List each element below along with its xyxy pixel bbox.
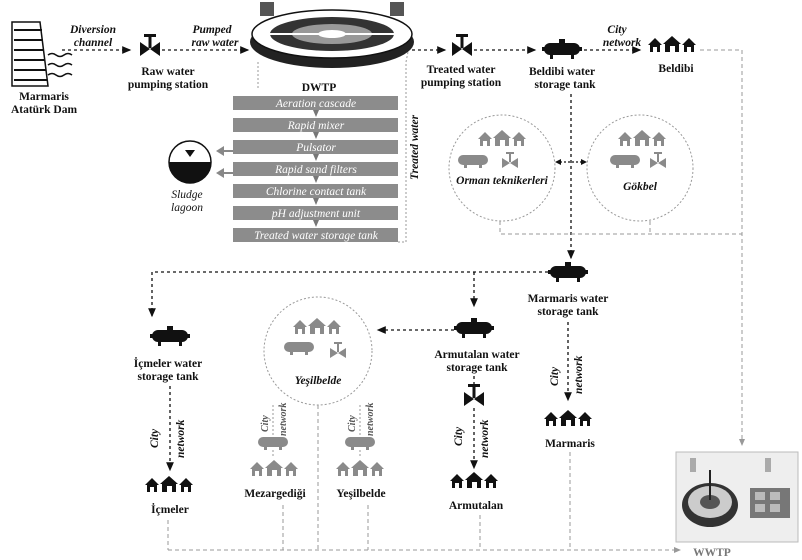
city-network-beldibi-1: City <box>607 24 627 36</box>
icmeler-tank-label-1: İçmeler water <box>134 356 202 370</box>
gokbel-zone <box>586 114 694 222</box>
beldibi-houses-icon <box>648 36 696 52</box>
orman-houses-icon <box>478 130 526 146</box>
dwtp-step-1: Aeration cascade <box>275 98 356 110</box>
city-network-marmaris-2: network <box>573 355 585 394</box>
wwtp-icon <box>675 451 799 543</box>
beldibi-tank-label-1: Beldibi water <box>529 66 595 78</box>
yesilbelde-zone <box>263 296 373 406</box>
city-network-icmeler-1: City <box>149 428 161 448</box>
dwtp-title: DWTP <box>302 82 337 94</box>
yesilbelde-label: Yeşilbelde <box>336 488 385 500</box>
dwtp-step-3: Pulsator <box>295 142 336 154</box>
dam-label-1: Marmaris <box>19 91 69 103</box>
sludge-label-1: Sludge <box>171 189 202 201</box>
beldibi-label: Beldibi <box>658 63 694 75</box>
city-network-marmaris-1: City <box>549 366 561 386</box>
beldibi-tank-label-2: storage tank <box>534 79 596 91</box>
diversion-label-2: channel <box>74 37 113 49</box>
raw-pump-label-2: pumping station <box>128 79 209 91</box>
yesilbelde-houses-icon <box>336 460 384 476</box>
city-network-icmeler-2: network <box>175 419 187 458</box>
marmaris-tank-label-1: Marmaris water <box>528 293 609 305</box>
dwtp-step-7: Treated water storage tank <box>254 230 379 242</box>
raw-pump-label-1: Raw water <box>141 66 194 78</box>
dwtp-step-4: Rapid sand filters <box>274 164 357 176</box>
dam-icon <box>11 21 73 87</box>
yesilbelde-city-tank-icon <box>345 437 375 450</box>
gokbel-houses-icon <box>618 130 666 146</box>
orman-label: Orman teknikerleri <box>456 175 548 187</box>
mezargedigi-label: Mezargediği <box>244 488 306 500</box>
diversion-label-1: Diversion <box>69 24 116 36</box>
armutalan-tank-label-2: storage tank <box>446 362 508 374</box>
city-network-yesilbelde-2: network <box>365 403 376 436</box>
orman-zone <box>448 114 556 222</box>
pumped-label-1: Pumped <box>193 24 232 36</box>
wastewater-lines <box>167 405 681 553</box>
marmaris-houses-icon <box>544 410 592 426</box>
gokbel-label: Gökbel <box>623 181 658 193</box>
beldibi-tank-icon <box>542 39 582 59</box>
armutalan-houses-icon <box>450 472 498 488</box>
sludge-label-2: lagoon <box>171 202 203 214</box>
armutalan-tank-label-1: Armutalan water <box>434 349 519 361</box>
city-network-armutalan-1: City <box>453 426 465 446</box>
mezargedigi-houses-icon <box>250 460 298 476</box>
icmeler-tank-icon <box>150 326 190 346</box>
dwtp-step-5: Chlorine contact tank <box>266 186 367 198</box>
marmaris-label: Marmaris <box>545 438 595 450</box>
treated-pump-label-1: Treated water <box>427 64 496 76</box>
armutalan-valve-icon <box>464 384 484 406</box>
mezargedigi-tank-icon <box>258 437 288 450</box>
treatment-plant-icon <box>250 2 414 68</box>
dam-label-2: Atatürk Dam <box>11 104 78 116</box>
marmaris-tank-label-2: storage tank <box>537 306 599 318</box>
city-network-beldibi-2: network <box>603 37 642 49</box>
treated-pump-valve-icon <box>452 34 472 56</box>
raw-pump-valve-icon <box>140 34 160 56</box>
wwtp-label: WWTP <box>693 547 731 559</box>
city-network-yesilbelde-1: City <box>347 415 358 432</box>
armutalan-label: Armutalan <box>449 500 504 512</box>
city-network-mezargedigi-2: network <box>278 403 289 436</box>
dwtp-step-6: pH adjustment unit <box>271 208 361 220</box>
yesilbelde-zone-label: Yeşilbelde <box>295 375 342 387</box>
yesilbelde-houses-icon <box>293 318 341 334</box>
sludge-arrows <box>216 146 233 178</box>
dwtp-steps: Aeration cascade Rapid mixer Pulsator Ra… <box>233 96 398 242</box>
icmeler-tank-label-2: storage tank <box>137 371 199 383</box>
treated-water-label: Treated water <box>409 114 421 180</box>
dwtp-step-2: Rapid mixer <box>287 120 345 132</box>
armutalan-tank-icon <box>454 318 494 338</box>
sludge-lagoon-icon <box>168 140 212 184</box>
icmeler-label: İçmeler <box>151 502 189 516</box>
city-network-mezargedigi-1: City <box>260 415 271 432</box>
city-network-armutalan-2: network <box>479 419 491 458</box>
icmeler-houses-icon <box>145 476 193 492</box>
marmaris-tank-icon <box>548 262 588 282</box>
treated-pump-label-2: pumping station <box>421 77 502 89</box>
pumped-label-2: raw water <box>192 37 239 49</box>
